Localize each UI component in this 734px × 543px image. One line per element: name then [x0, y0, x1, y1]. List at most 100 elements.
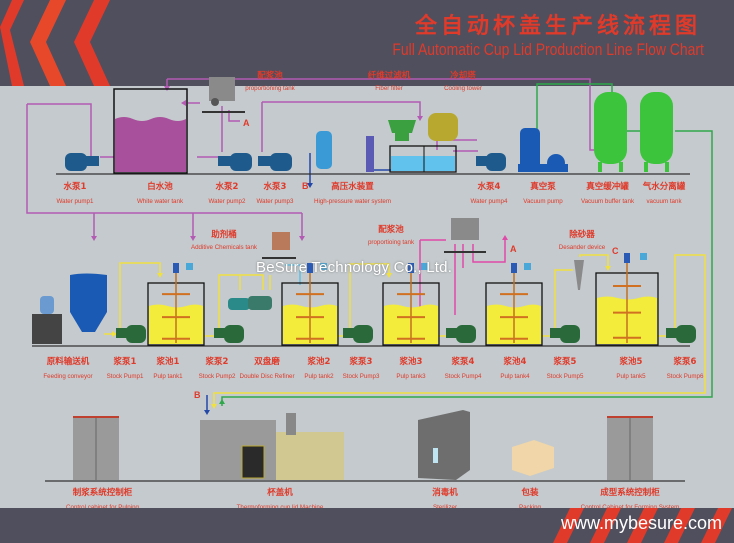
pipe-white-water: [262, 101, 421, 118]
agitator-motor-icon: [511, 263, 517, 273]
chevron-icon: [0, 0, 24, 86]
stripe-icon: [590, 508, 621, 543]
packing-box: [512, 440, 554, 476]
pipe-pulp: [554, 269, 573, 333]
agitator-motor-icon: [307, 263, 313, 273]
chevron-icon: [74, 0, 110, 86]
feeding-conveyor: [32, 273, 107, 344]
marker-a-2: A: [510, 244, 517, 254]
water-pump-1: [65, 153, 99, 171]
pulp-tank-1: [147, 263, 205, 346]
pulp-tanks: [147, 253, 659, 346]
pulp-tank-3: [382, 263, 440, 346]
agitator-motor-icon: [624, 253, 630, 263]
pipe-pulp: [119, 262, 161, 333]
pipe-white-water: [26, 104, 302, 214]
forming-control-cabinet: [607, 416, 653, 480]
pipe-vacuum: [536, 83, 613, 138]
marker-c: C: [612, 246, 619, 256]
website-link[interactable]: www.mybesure.com: [560, 513, 722, 533]
pipe-white-water: [228, 110, 240, 122]
pipe-pulp: [349, 263, 390, 333]
pipe-pulp: [218, 274, 264, 333]
vacuum-pump: [518, 128, 568, 172]
chevron-icon: [30, 0, 66, 86]
title-chinese: 全自动杯盖生产线流程图: [414, 14, 701, 39]
water-pump-3: [258, 153, 292, 171]
stock-pump-6: [666, 325, 696, 343]
pulp-tank-5: [595, 253, 659, 346]
clear-water-tank: [389, 145, 457, 173]
desander-device: [574, 260, 584, 290]
pipe-pulp: [579, 254, 609, 268]
pulp-tank-4: [485, 263, 543, 346]
marker-a: A: [243, 118, 250, 128]
pipe-pulp: [213, 254, 706, 406]
label-packing: 包装Packing: [519, 488, 541, 511]
stripe-icon: [664, 508, 695, 543]
stripe-icon: [553, 508, 584, 543]
proportioning-tank-top: [202, 77, 245, 113]
additive-chemicals-tank: [262, 232, 296, 259]
pipe-white-water: [27, 103, 92, 158]
stripe-icon: [627, 508, 658, 543]
stock-pump-2: [214, 325, 244, 343]
sterilizer: [418, 410, 470, 480]
level-sensor-icon: [186, 263, 193, 270]
thermoforming-cup-lid-machine: [200, 413, 344, 480]
label-cup-lid-machine: 杯盖机Thermoforming cup lid Machine: [237, 488, 324, 511]
stripe-icon: [701, 508, 732, 543]
stock-pump-4: [446, 325, 476, 343]
level-sensor-icon: [640, 253, 647, 260]
level-sensor-icon: [421, 263, 428, 270]
label-forming-control-cabinet: 成型系统控制柜Control Cabinet for Forming Syste…: [581, 488, 680, 511]
water-pump-2: [218, 153, 252, 171]
proportioning-tank-mid: [444, 218, 486, 253]
pipe-clear-water: [285, 264, 301, 285]
header-banner: [0, 0, 734, 86]
vacuum-tank: [640, 92, 673, 172]
pulp-tank-2: [281, 263, 339, 346]
stock-pump-3: [343, 325, 373, 343]
level-sensor-icon: [320, 263, 327, 270]
high-pressure-water-system: [316, 131, 374, 172]
stock-pump-5: [550, 325, 580, 343]
title-english: Full Automatic Cup Lid Production Line F…: [392, 40, 704, 59]
water-pump-4: [476, 153, 506, 171]
label-pulping-control-cabinet: 制浆系统控制柜Control cabinet for Pulping: [66, 488, 139, 511]
agitator-motor-icon: [173, 263, 179, 273]
agitator-motor-icon: [408, 263, 414, 273]
pulping-control-cabinet: [73, 416, 119, 480]
stock-pump-1: [116, 325, 146, 343]
level-sensor-icon: [524, 263, 531, 270]
